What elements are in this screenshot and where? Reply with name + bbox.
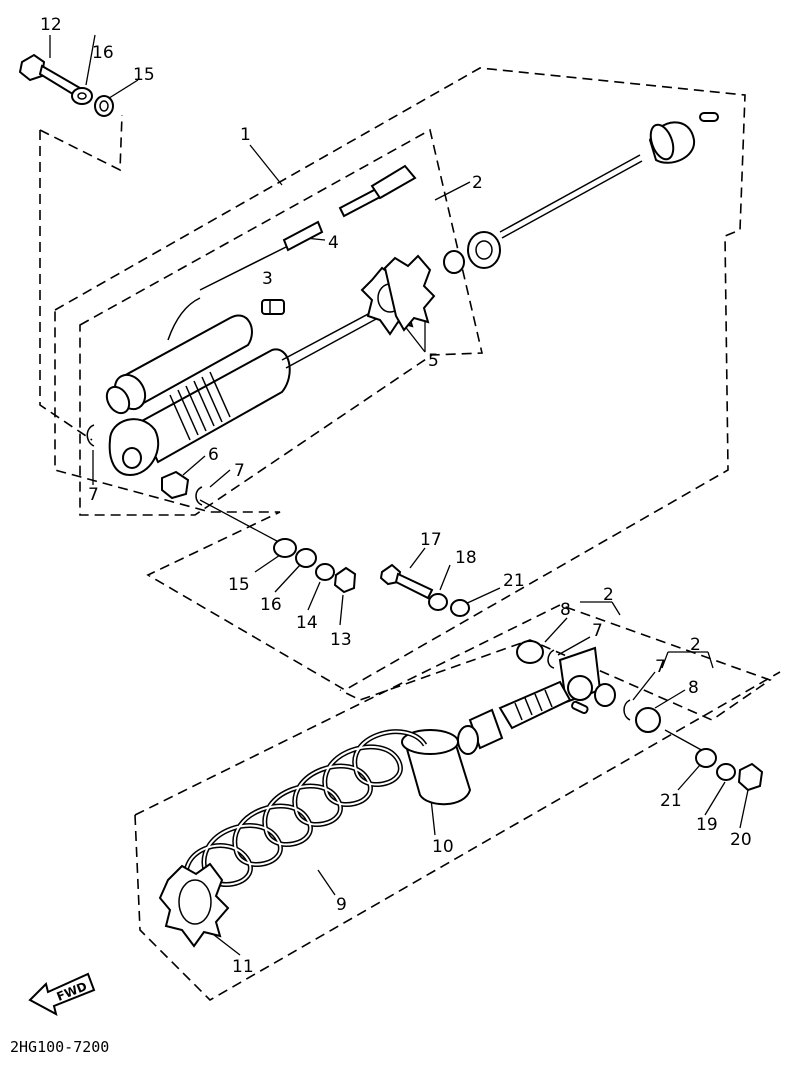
fwd-arrow: FWD: [28, 972, 96, 1016]
part-2-damper-rod: [443, 112, 719, 274]
part-16-collar: [71, 87, 93, 105]
part-8-bushing-left: [516, 640, 544, 664]
part-17-bolt: [379, 563, 434, 600]
callout-2-b: 2: [603, 585, 614, 605]
part-16-collar-lower: [295, 548, 317, 568]
part-15-bushing-lower: [273, 538, 297, 558]
part-13-nut: [333, 566, 357, 594]
callout-16: 16: [92, 43, 114, 63]
part-7-circlip-lower-left: [547, 649, 555, 669]
callout-8-b: 8: [688, 678, 699, 698]
group-outlines: [39, 67, 781, 1001]
part-15-bushing: [94, 95, 114, 117]
callout-4: 4: [328, 233, 339, 253]
callout-6: 6: [208, 445, 219, 465]
callout-8-a: 8: [560, 600, 571, 620]
callout-9: 9: [336, 895, 347, 915]
diagram-code: 2HG100-7200: [10, 1038, 109, 1056]
part-21-collar: [450, 599, 470, 617]
part-8-bushing-right: [635, 707, 661, 733]
part-5-adjuster-ring: [383, 254, 436, 332]
callout-15: 15: [133, 65, 155, 85]
callout-7-c: 7: [592, 621, 603, 641]
outline-upper-assembly: [54, 67, 746, 691]
part-4-adjuster-rod: [199, 164, 417, 291]
part-14-washer: [315, 563, 335, 581]
callout-7-a: 7: [234, 461, 245, 481]
callout-3: 3: [262, 269, 273, 289]
outline-bolt-bracket: [39, 114, 123, 172]
callout-21-a: 21: [503, 571, 525, 591]
callout-19: 19: [696, 815, 718, 835]
part-9-spring: [183, 729, 428, 892]
part-7-circlip-right: [195, 486, 203, 506]
callout-1: 1: [240, 125, 251, 145]
part-2-lower-eye: [457, 646, 616, 755]
callout-10: 10: [432, 837, 454, 857]
callout-21-b: 21: [660, 791, 682, 811]
callout-12: 12: [40, 15, 62, 35]
callout-11: 11: [232, 957, 254, 977]
callout-5: 5: [428, 351, 439, 371]
body-thread: [169, 371, 231, 441]
lower-thread: [514, 689, 553, 721]
part-6-bushing: [161, 470, 190, 500]
part-11-spring-adjuster: [158, 862, 230, 948]
part-1-shock-absorber: [105, 297, 390, 477]
part-20-nut: [737, 762, 764, 792]
fwd-arrow-icon: [28, 972, 96, 1016]
callout-15-b: 15: [228, 575, 250, 595]
leader-lines: [49, 34, 749, 956]
callout-18: 18: [455, 548, 477, 568]
callout-14: 14: [296, 613, 318, 633]
callout-7-b: 7: [88, 485, 99, 505]
callout-20: 20: [730, 830, 752, 850]
part-18-washer: [428, 593, 448, 611]
part-12-bolt: [18, 53, 82, 98]
part-7-circlip-left: [86, 424, 95, 447]
callout-17: 17: [420, 530, 442, 550]
callout-7-d: 7: [655, 657, 666, 677]
part-19-washer: [716, 763, 736, 781]
part-3-bleed-screw: [261, 299, 285, 315]
part-7-circlip-lower-right: [623, 699, 631, 721]
callouts: 12 16 15 1 2 4 3 5 6 7 7 17 18 21 15 16 …: [40, 15, 752, 977]
part-21-collar-right: [695, 748, 717, 768]
callout-2: 2: [472, 173, 483, 193]
callout-2-c: 2: [690, 635, 701, 655]
outline-spring-lower: [134, 671, 781, 1001]
callout-16-b: 16: [260, 595, 282, 615]
callout-13: 13: [330, 630, 352, 650]
outline-shock-body: [79, 128, 483, 516]
outline-left-bracket: [39, 130, 93, 441]
